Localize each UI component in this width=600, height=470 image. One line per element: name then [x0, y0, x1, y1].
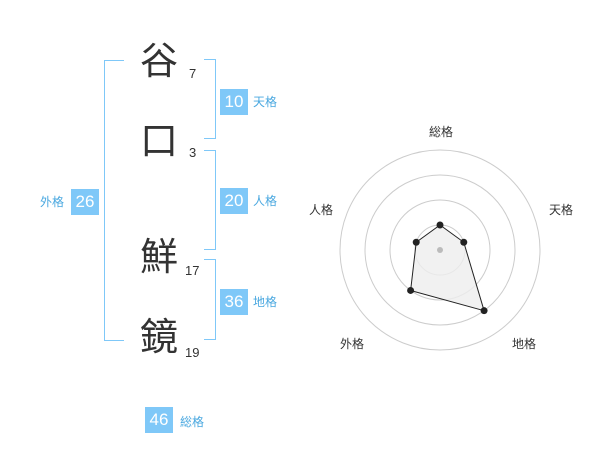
tenkaku-bracket [204, 59, 216, 139]
tenkaku-label: 天格 [253, 95, 278, 109]
radar-axis-label-soukaku: 総格 [429, 125, 454, 139]
radar-point-3 [480, 307, 488, 315]
gaikaku-label: 外格 [40, 195, 65, 209]
stroke-count-2: 3 [189, 145, 197, 160]
gaikaku-bracket [104, 60, 124, 341]
radar-ring [339, 149, 541, 351]
radar-series-polygon [410, 224, 485, 312]
stroke-count-1: 7 [189, 66, 197, 81]
radar-ring [364, 174, 516, 326]
name-char-2: 口 [139, 119, 178, 163]
soukaku-value-badge: 46 [145, 407, 173, 433]
radar-axis-label-tenkaku: 天格 [549, 203, 574, 217]
gaikaku-value-badge: 26 [71, 189, 99, 215]
radar-axis-label-chikaku: 地格 [512, 337, 537, 351]
fortune-radar-chart [339, 149, 541, 351]
radar-center-dot [437, 247, 443, 253]
stroke-count-3: 17 [185, 263, 200, 278]
chikaku-bracket [204, 259, 216, 340]
tenkaku-value-badge: 10 [220, 89, 248, 115]
radar-ring [389, 199, 491, 301]
jinkaku-bracket [204, 150, 216, 250]
radar-axis-label-gaikaku: 外格 [340, 337, 365, 351]
soukaku-label: 総格 [180, 415, 205, 429]
chikaku-value-badge: 36 [220, 289, 248, 315]
radar-point-5 [412, 238, 420, 246]
jinkaku-value-badge: 20 [220, 188, 248, 214]
chikaku-label: 地格 [253, 295, 278, 309]
radar-axis-label-jinkaku: 人格 [309, 203, 334, 217]
name-char-3: 鮮 [139, 235, 178, 279]
jinkaku-label: 人格 [253, 194, 278, 208]
radar-point-4 [407, 286, 415, 294]
stroke-count-4: 19 [185, 345, 200, 360]
name-char-4: 鏡 [139, 315, 178, 359]
radar-point-1 [436, 221, 444, 229]
name-char-1: 谷 [139, 39, 178, 83]
radar-point-2 [460, 238, 468, 246]
